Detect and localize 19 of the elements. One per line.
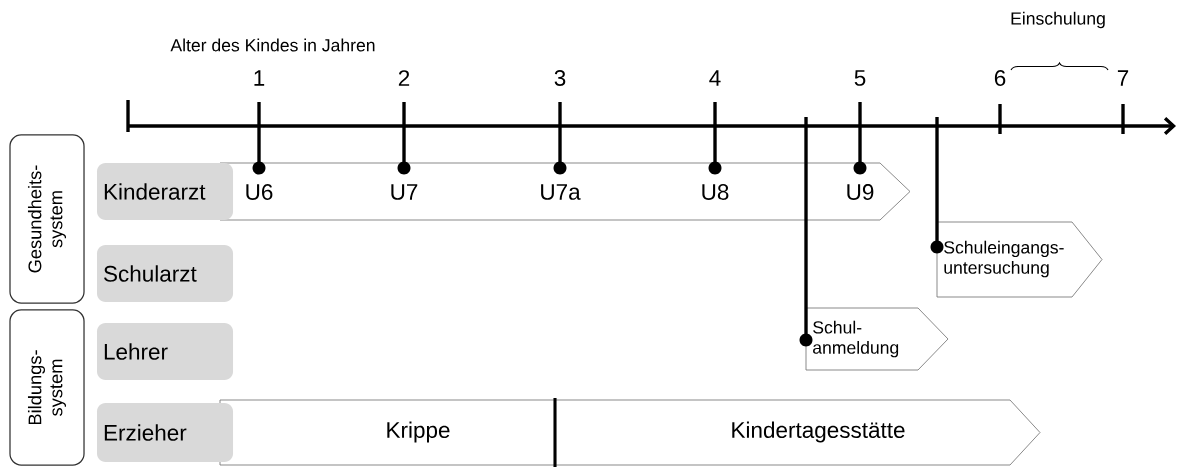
role-box: Lehrer [97, 323, 233, 380]
arrow-band: U6 U7 U7a U8 U9 [219, 162, 911, 221]
year-label: 4 [709, 70, 721, 86]
year-label: 5 [854, 70, 866, 86]
year-label: 3 [554, 70, 566, 86]
group-box: Bildungs- system [9, 309, 85, 466]
year-label: 2 [398, 70, 410, 86]
arrow-band: Schul- anmeldung [805, 307, 949, 371]
year-label: 7 [1117, 70, 1129, 86]
year-label: 1 [254, 70, 265, 86]
year-label: 6 [994, 70, 1006, 86]
group-box: Gesundheits- system [9, 134, 85, 304]
role-box: Erzieher [97, 403, 233, 462]
role-box: Schularzt [97, 245, 233, 302]
arrow-band: Schuleingangs- untersuchung [936, 221, 1103, 298]
axis-caption: Alter des Kindes in Jahren [170, 38, 375, 52]
axis-caption: Einschulung [1011, 11, 1105, 29]
role-box: Kinderarzt [97, 163, 233, 220]
arrow-band: Krippe Kindertagesstätte [219, 398, 1041, 467]
